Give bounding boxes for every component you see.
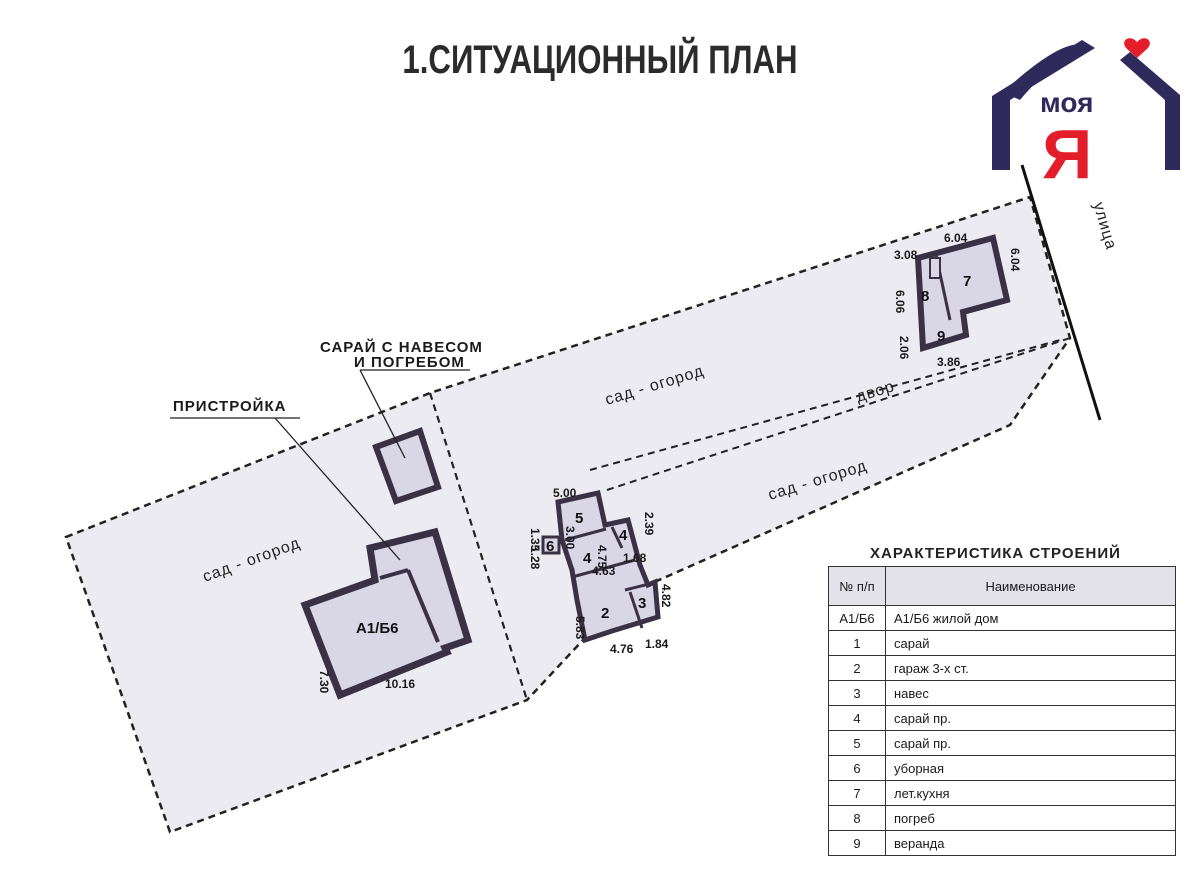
dim-house-w: 10.16: [385, 677, 415, 691]
row-no: 7: [828, 780, 886, 806]
row-name: сарай: [885, 630, 1176, 656]
plot-divider-left: [428, 392, 529, 701]
label-extension: ПРИСТРОЙКА: [173, 397, 286, 415]
main-house-label: А1/Б6: [356, 620, 398, 637]
dim-kitchen-right: 6.04: [1008, 248, 1022, 272]
row-no: А1/Б6: [828, 605, 886, 631]
dim-shed4-right: 2.39: [642, 512, 656, 536]
row-no: 6: [828, 755, 886, 781]
logo-text-top: моя: [1040, 87, 1093, 118]
row-no: 4: [828, 705, 886, 731]
row-name: навес: [885, 680, 1176, 706]
dim-shed4-bottom: 1.68: [623, 551, 647, 565]
kitchen-complex: 7 8 9 6.04 6.04 3.08 6.06 2.06 3.86: [893, 231, 1022, 369]
page-title: 1.СИТУАЦИОННЫЙ ПЛАН: [402, 38, 798, 82]
row-name: сарай пр.: [885, 730, 1176, 756]
shed-1: [372, 427, 442, 505]
row-no: 2: [828, 655, 886, 681]
row-no: 8: [828, 805, 886, 831]
dim-kitchen-top: 6.04: [944, 231, 968, 245]
row-name: гараж 3-х ст.: [885, 655, 1176, 681]
room-6: 6: [546, 538, 554, 555]
label-shed-1: САРАЙ С НАВЕСОМ: [320, 338, 483, 356]
dim-cellar-top: 3.08: [894, 248, 918, 262]
leader-extension: [274, 417, 401, 561]
row-no: 1: [828, 630, 886, 656]
logo-text-bottom: Я: [1042, 115, 1092, 193]
dim-shed5-top: 5.00: [553, 486, 577, 500]
room-4: 4: [583, 550, 592, 567]
dim-shed4-inner: 4.75: [595, 545, 609, 569]
dim-canopy-bottom: 1.84: [645, 637, 669, 651]
row-name: погреб: [885, 805, 1176, 831]
room-8: 8: [921, 288, 929, 305]
row-name: уборная: [885, 755, 1176, 781]
room-3: 3: [638, 595, 646, 612]
yard-boundary-bottom: [606, 337, 1071, 491]
room-4b: 4: [619, 527, 628, 544]
row-no: 9: [828, 830, 886, 856]
header-no: № п/п: [828, 566, 886, 606]
street-label: улица: [1090, 200, 1120, 252]
dim-house-h: 7.30: [317, 670, 331, 694]
dim-shed5-side: 3.00: [563, 526, 577, 550]
yard-boundary-top: [589, 339, 1061, 471]
room-5: 5: [575, 510, 583, 527]
dim-veranda-left: 2.06: [897, 336, 911, 360]
dim-shed4-w: 4.63: [592, 564, 616, 578]
row-name: веранда: [885, 830, 1176, 856]
logo: моя Я: [992, 38, 1180, 193]
dim-toilet-a: 1.35: [528, 528, 542, 552]
row-name: лет.кухня: [885, 780, 1176, 806]
room-7: 7: [963, 273, 971, 290]
main-house: А1/Б6 10.16 7.30: [300, 527, 473, 700]
room-2: 2: [601, 605, 609, 622]
room-9: 9: [937, 328, 945, 345]
leader-shed: [359, 369, 406, 459]
dim-canopy-right: 4.82: [659, 584, 673, 608]
street-line: [1020, 164, 1102, 421]
outbuilding-complex: 5 4 4 2 3 6 5.00 3.00 1.35 1.28 2.39 1.6…: [528, 486, 673, 656]
label-shed-2: И ПОГРЕБОМ: [354, 354, 465, 371]
dim-cellar-left: 6.06: [893, 290, 907, 314]
dim-garage-left: 5.83: [573, 616, 587, 640]
table-header-row: № п/п Наименование: [828, 566, 1176, 606]
table-caption: ХАРАКТЕРИСТИКА СТРОЕНИЙ: [870, 545, 1121, 562]
heart-icon: [1124, 38, 1150, 58]
row-name: А1/Б6 жилой дом: [885, 605, 1176, 631]
row-no: 5: [828, 730, 886, 756]
dim-garage-bottom: 4.76: [610, 642, 634, 656]
dim-veranda-bottom: 3.86: [937, 355, 961, 369]
row-no: 3: [828, 680, 886, 706]
row-name: сарай пр.: [885, 705, 1176, 731]
dim-toilet-b: 1.28: [528, 546, 542, 570]
header-name: Наименование: [885, 566, 1176, 606]
